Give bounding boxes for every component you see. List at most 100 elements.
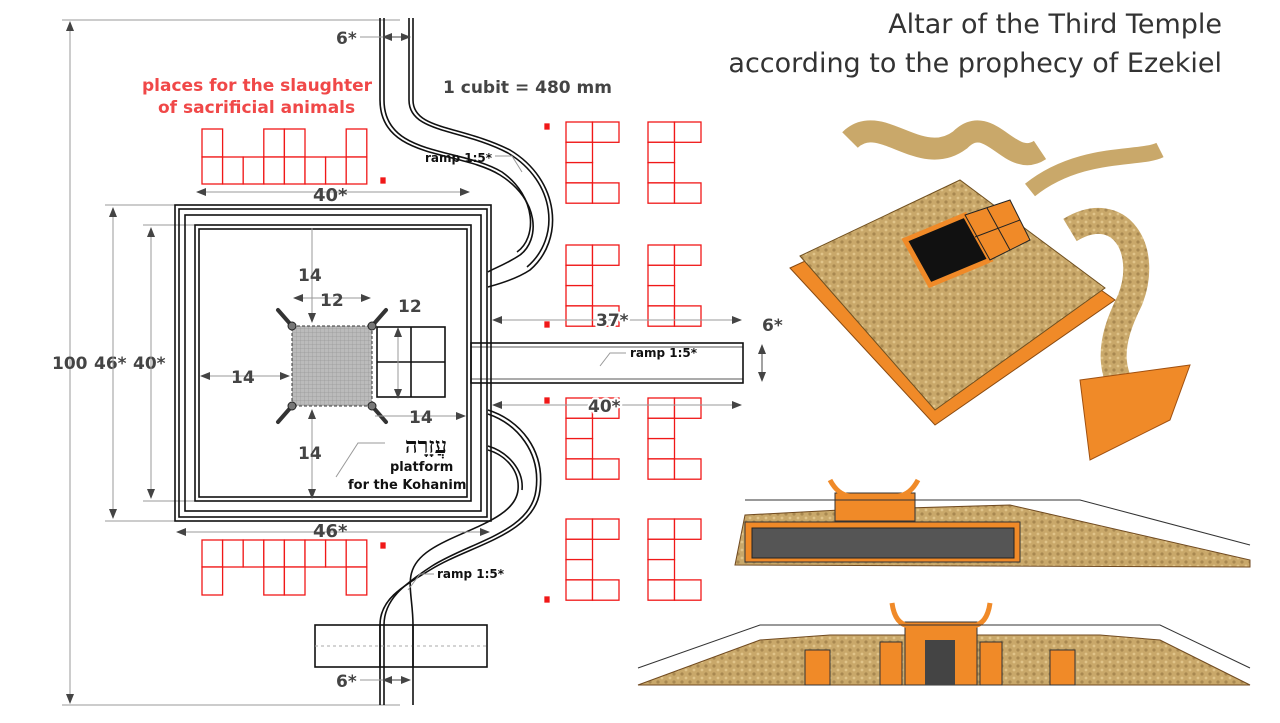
scale-note: 1 cubit = 480 mm (443, 78, 612, 98)
slaughter-cell (565, 558, 594, 581)
slaughter-label-line2: of sacrificial animals (158, 98, 355, 118)
slaughter-cell (647, 284, 676, 307)
slaughter-cell (647, 244, 676, 266)
ramp-right (470, 342, 744, 384)
slaughter-cell (263, 566, 286, 596)
ramp-top (379, 18, 554, 288)
title-line2: according to the prophecy of Ezekiel (728, 48, 1222, 79)
margin-right-label: 14 (409, 408, 433, 428)
altar-3d-perspective (789, 120, 1191, 461)
slaughter-cell (283, 128, 306, 158)
altar-3d-side (734, 478, 1251, 568)
slaughter-marker (544, 397, 550, 404)
ramp-bottom-width-label: 6* (336, 672, 357, 692)
margin-bottom-label: 14 (298, 444, 322, 464)
altar-base (174, 204, 492, 522)
slaughter-cell (673, 397, 702, 419)
slaughter-cell (242, 539, 265, 568)
slaughter-cell (221, 156, 244, 185)
slaughter-cell (345, 566, 368, 596)
slaughter-cell (201, 156, 224, 185)
slaughter-marker (544, 321, 550, 328)
slaughter-marker (544, 596, 550, 603)
slaughter-cell (565, 305, 594, 327)
slaughter-cell (591, 182, 620, 204)
outer-base-label: 46* (94, 354, 127, 374)
slaughter-cell (647, 161, 676, 184)
altar-hearth (276, 308, 388, 424)
ramp-top-width-label: 6* (336, 29, 357, 49)
title-line1: Altar of the Third Temple (888, 9, 1222, 40)
slaughter-cell (647, 579, 676, 601)
ramp-right-width-label: 6* (762, 316, 783, 336)
hearth-width-label: 12 (320, 291, 344, 311)
slaughter-cell (647, 141, 676, 164)
slaughter-cell (647, 538, 676, 561)
ramp-top-label: ramp 1:5* (425, 151, 493, 165)
slaughter-cell (565, 437, 594, 460)
slaughter-cell (591, 458, 620, 480)
slaughter-cell (565, 579, 594, 601)
hearth-side-grid (376, 326, 446, 398)
slaughter-cell (345, 156, 368, 185)
slaughter-marker (380, 542, 386, 549)
slaughter-cell (304, 156, 327, 185)
slaughter-cell (283, 539, 306, 568)
slaughter-cell (201, 566, 224, 596)
hearth-height-label: 12 (398, 297, 422, 317)
slaughter-cell (263, 156, 286, 185)
slaughter-cell (565, 182, 594, 204)
slaughter-cell (647, 417, 676, 440)
slaughter-cell (283, 156, 306, 185)
slaughter-cell (647, 437, 676, 460)
slaughter-cell (565, 244, 594, 266)
slaughter-cell (565, 161, 594, 184)
slaughter-cell (647, 121, 676, 143)
margin-left-label: 14 (231, 368, 255, 388)
slaughter-cell (565, 538, 594, 561)
margin-top-label: 14 (298, 266, 322, 286)
slaughter-cell (565, 264, 594, 287)
slaughter-cell (673, 305, 702, 327)
inner-base-label: 40* (133, 354, 166, 374)
slaughter-marker (544, 123, 550, 130)
slaughter-cell (673, 182, 702, 204)
platform-label-line2: for the Kohanim (348, 478, 466, 493)
slaughter-cell (345, 539, 368, 568)
top-width-label: 40* (313, 185, 348, 206)
slaughter-cell (242, 156, 265, 185)
slaughter-cell (647, 264, 676, 287)
slaughter-cell (673, 458, 702, 480)
slaughter-cell (345, 128, 368, 158)
platform-hebrew: עֲזָרָה (405, 433, 447, 459)
bottom-width-label: 46* (313, 521, 348, 542)
slaughter-cell (673, 244, 702, 266)
slaughter-cell (565, 518, 594, 540)
slaughter-cell (565, 458, 594, 480)
slaughter-cell (565, 121, 594, 143)
slaughter-label-line1: places for the slaughter (142, 76, 373, 96)
slaughter-cell (263, 128, 286, 158)
total-length-label: 100 (52, 354, 88, 374)
slaughter-cell (647, 305, 676, 327)
slaughter-cell (591, 244, 620, 266)
slaughter-cell (673, 579, 702, 601)
slaughter-cell (221, 539, 244, 568)
slaughter-cell (647, 182, 676, 204)
slaughter-cell (673, 518, 702, 540)
slaughter-cell (647, 558, 676, 581)
slaughter-marker (380, 177, 386, 184)
ramp-bottom-label: ramp 1:5* (437, 567, 505, 581)
slaughter-cell (263, 539, 286, 568)
ramp-length-label: 37* (596, 311, 629, 331)
slaughter-cell (304, 539, 327, 568)
slaughter-cell (591, 579, 620, 601)
slaughter-cell (591, 518, 620, 540)
slaughter-cell (647, 458, 676, 480)
platform-label-line1: platform (390, 460, 453, 475)
slaughter-cell (565, 284, 594, 307)
slaughter-cell (647, 518, 676, 540)
ramp-right-label: ramp 1:5* (630, 346, 698, 360)
slaughter-cell (565, 141, 594, 164)
